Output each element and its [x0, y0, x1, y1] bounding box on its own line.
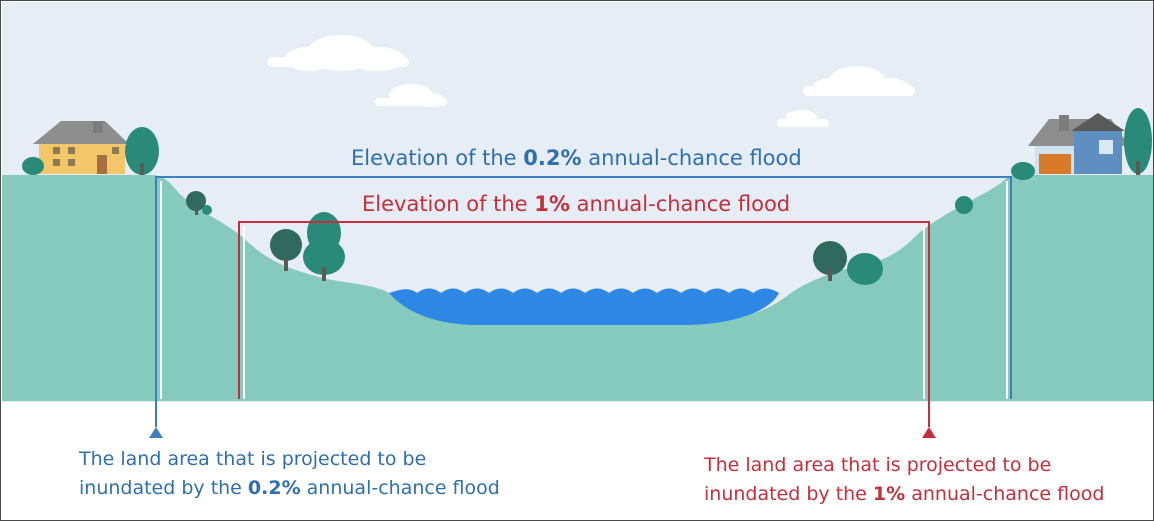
tree-icon — [270, 229, 302, 271]
water-icon — [389, 288, 779, 325]
tree-icon — [202, 205, 212, 215]
blue-elevation-suffix: annual-chance flood — [581, 146, 802, 170]
blue-inundation-caption: The land area that is projected to be in… — [79, 445, 500, 503]
red-elevation-prefix: Elevation of the — [362, 192, 535, 216]
blue-caption-line2-suffix: annual-chance flood — [300, 477, 500, 499]
blue-caption-line2: inundated by the 0.2% annual-chance floo… — [79, 474, 500, 503]
cloud-icon — [267, 35, 409, 71]
blue-caption-line2-bold: 0.2% — [247, 477, 301, 499]
right-house-group — [1011, 108, 1152, 180]
blue-elevation-prefix: Elevation of the — [351, 146, 524, 170]
red-elevation-suffix: annual-chance flood — [569, 192, 791, 216]
blue-caption-line1: The land area that is projected to be — [79, 448, 427, 470]
tree-icon — [125, 127, 159, 175]
red-elevation-label: Elevation of the 1% annual-chance flood — [362, 194, 790, 215]
blue-caption-line2-prefix: inundated by the — [79, 477, 248, 499]
blue-elevation-label: Elevation of the 0.2% annual-chance floo… — [351, 148, 802, 169]
tree-icon — [813, 241, 847, 281]
tree-icon — [847, 253, 883, 285]
cloud-icon — [803, 66, 915, 96]
water — [389, 288, 779, 325]
blue-arrow-marker — [149, 427, 163, 438]
cloud-icon — [375, 84, 447, 107]
tree-icon — [186, 191, 206, 215]
left-house-group — [22, 121, 159, 175]
tree-icon — [1011, 162, 1035, 180]
red-caption-line2-bold: 1% — [872, 483, 906, 505]
terrain — [2, 175, 1153, 401]
blue-elevation-bold: 0.2% — [523, 146, 582, 170]
tree-icon — [1124, 108, 1152, 175]
clouds — [267, 35, 915, 127]
red-caption-line2-suffix: annual-chance flood — [905, 483, 1105, 505]
house-icon — [1028, 113, 1129, 174]
blue-elevation-line — [155, 176, 1012, 427]
cloud-icon — [777, 110, 829, 127]
tree-icon — [955, 196, 973, 214]
red-caption-line2-prefix: inundated by the — [704, 483, 873, 505]
house-icon — [33, 121, 129, 174]
red-caption-line1: The land area that is projected to be — [704, 454, 1052, 476]
red-flood-markers — [238, 221, 936, 438]
red-caption-line2: inundated by the 1% annual-chance flood — [704, 480, 1104, 509]
red-inundation-caption: The land area that is projected to be in… — [704, 451, 1104, 509]
red-arrow-marker — [922, 427, 936, 438]
blue-flood-markers — [149, 176, 1012, 438]
red-elevation-bold: 1% — [534, 192, 570, 216]
tree-icon — [22, 157, 44, 175]
red-elevation-line — [238, 221, 930, 427]
